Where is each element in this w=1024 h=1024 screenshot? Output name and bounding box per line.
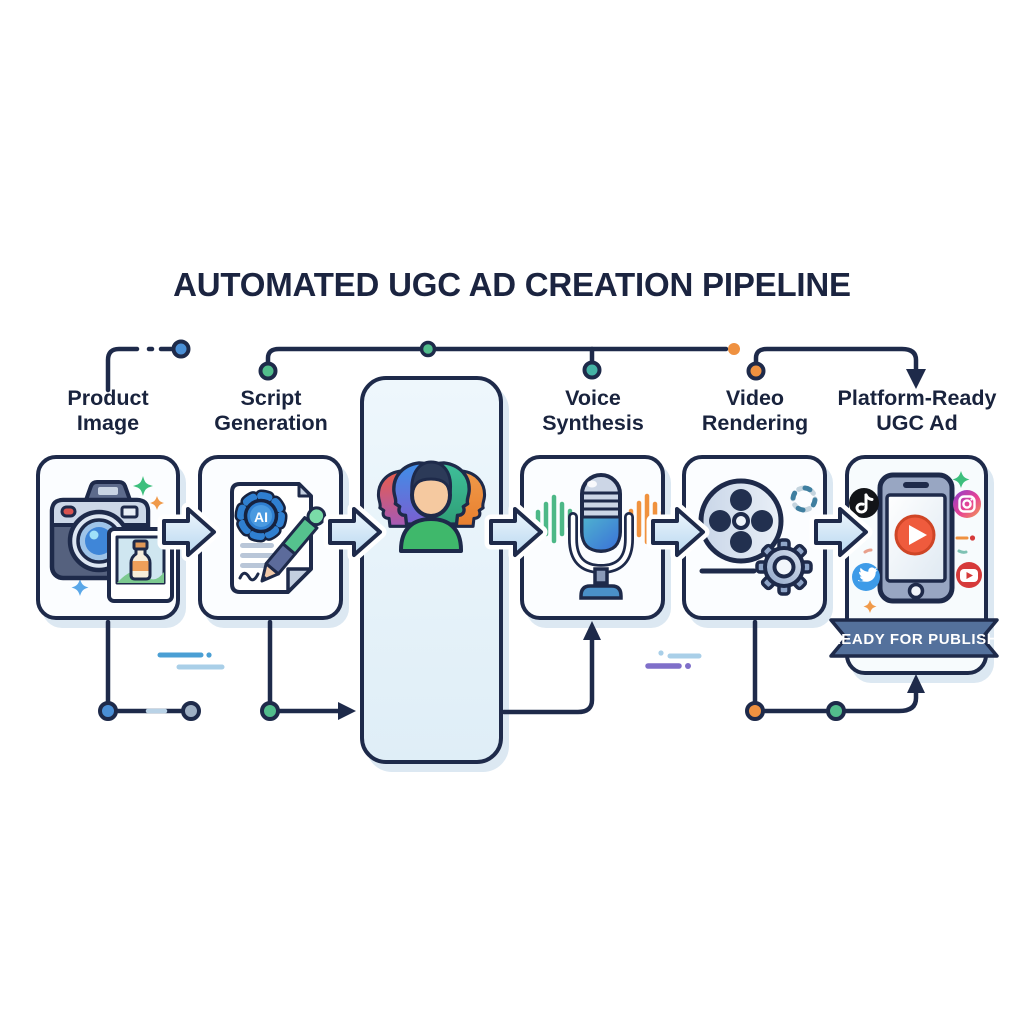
label-line: Generation: [214, 411, 328, 435]
arrowhead-up-icon: [907, 674, 925, 693]
stage-label-video-rendering: Video Rendering: [702, 386, 808, 436]
label-line: Image: [76, 411, 140, 435]
ai-badge-label: AI: [254, 509, 268, 525]
dot-gray: [181, 701, 201, 721]
ribbon-label: READY FOR PUBLISH: [830, 631, 998, 648]
label-line: Voice: [565, 386, 621, 410]
label-line: Script: [240, 386, 302, 410]
phone-social-icon: [849, 471, 982, 613]
sparkle-green-icon: [952, 471, 970, 488]
top-connectors: [105, 346, 919, 393]
microphone-waves-icon: [535, 473, 661, 600]
dot-green: [826, 701, 846, 721]
dot-green: [419, 340, 437, 358]
bottom-connectors: [105, 619, 919, 715]
dot-orange: [745, 701, 765, 721]
page-title: AUTOMATED UGC AD CREATION PIPELINE: [173, 266, 851, 303]
arrowhead-right-icon: [338, 702, 356, 720]
stage-box-voice-synthesis: [520, 455, 665, 620]
ai-script-pen-icon: AI: [230, 482, 327, 594]
phone-icon: [877, 472, 955, 604]
ai-gear-badge-icon: AI: [234, 489, 288, 543]
dot-orange: [746, 361, 766, 381]
stage-label-platform-ready: Platform-Ready UGC Ad: [838, 386, 997, 436]
signature-icon: [238, 571, 260, 582]
gear-icon: [755, 538, 813, 596]
youtube-icon: [956, 562, 982, 588]
sparkle-blue-icon: [71, 579, 89, 596]
film-reel-gear-icon: [698, 478, 818, 596]
polaroid-photo-icon: [107, 527, 174, 603]
sparkle-orange-icon: [150, 496, 164, 510]
stage-label-voice-synthesis: Voice Synthesis: [542, 386, 644, 436]
stage-label-script-generation: Script Generation: [214, 386, 328, 436]
label-line: Synthesis: [542, 411, 644, 435]
soundwave-right-icon: [628, 493, 661, 545]
instagram-icon: [953, 490, 981, 518]
twitter-icon: [852, 563, 880, 591]
stage-box-product-image: [36, 455, 180, 620]
dot-teal: [582, 360, 602, 380]
dot-blue: [98, 701, 118, 721]
arrowhead-up-icon: [583, 621, 601, 640]
label-line: Video: [725, 386, 785, 410]
dot-green: [258, 361, 278, 381]
camera-polaroid-icon: [49, 476, 174, 603]
sparkle-green-icon: [133, 476, 153, 496]
stage-box-video-rendering: [682, 455, 827, 620]
tiktok-icon: [849, 488, 879, 518]
dot-green: [260, 701, 280, 721]
sparkle-orange-icon: [863, 600, 877, 613]
stage-card-avatar-selection: [360, 376, 503, 764]
bottle-icon: [129, 539, 152, 581]
microphone-icon: [568, 473, 634, 600]
ready-for-publish-ribbon: READY FOR PUBLISH: [829, 618, 999, 658]
dot-blue: [171, 339, 191, 359]
avatar-group-icon: [376, 460, 487, 553]
label-line: Rendering: [701, 411, 809, 435]
stage-box-script-generation: AI: [198, 455, 343, 620]
soundwave-left-icon: [535, 494, 573, 544]
label-line: UGC Ad: [876, 411, 958, 435]
label-line: Platform-Ready: [837, 386, 997, 410]
stage-label-product-image: Product Image: [67, 386, 148, 436]
pen-icon: [260, 506, 327, 583]
label-line: Product: [67, 386, 149, 410]
avatar-person-center: [399, 460, 463, 553]
dot-orange: [728, 343, 740, 355]
loading-spinner-icon: [790, 485, 818, 513]
